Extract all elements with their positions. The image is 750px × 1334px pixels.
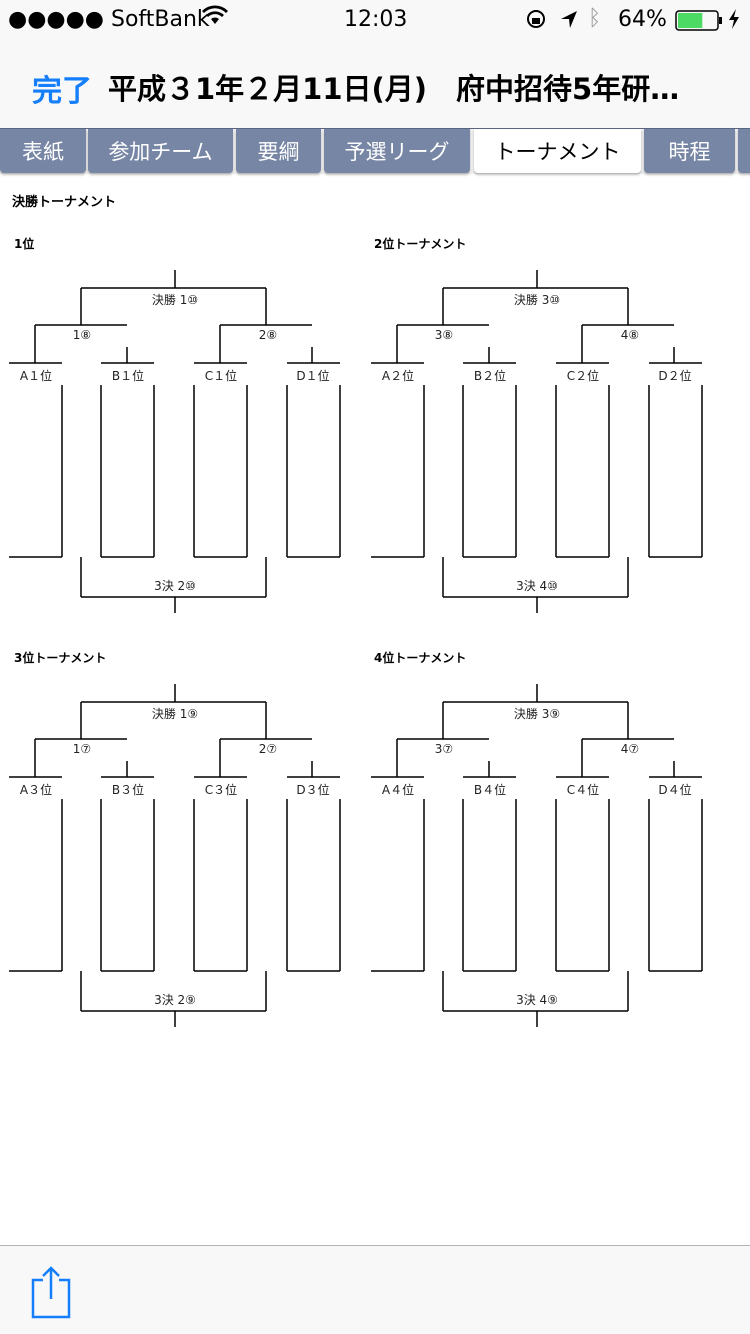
team-slot: C３位 [204,783,238,797]
bottom-toolbar [0,1245,750,1334]
bracket: 決勝 3⑩ 3⑧ 4⑧ A２位 B２位 C２位 D２位 3決 4⑩ [362,270,724,620]
team-slot: B３位 [111,783,145,797]
page-title: 平成３1年２月11日(月) 府中招待5年研… [108,72,680,106]
match-semi: 1⑧ [72,328,92,342]
carrier: ●●●●● SoftBank [8,7,210,32]
tab-more[interactable] [738,129,750,173]
match-final: 決勝 3⑨ [513,707,561,721]
match-semi: 4⑦ [620,742,640,756]
match-third-place: 3決 4⑨ [516,993,558,1007]
match-semi: 2⑧ [258,328,278,342]
match-semi: 3⑦ [434,742,454,756]
match-final: 決勝 1⑩ [151,293,199,307]
share-icon[interactable] [30,1264,72,1324]
bracket-title: 2位トーナメント [374,237,467,251]
match-third-place: 3決 2⑩ [154,579,196,593]
team-slot: B１位 [111,369,145,383]
tab-league[interactable]: 予選リーグ [324,129,470,173]
team-slot: D１位 [296,369,330,383]
team-slot: A２位 [381,369,415,383]
match-third-place: 3決 4⑩ [516,579,558,593]
match-third-place: 3決 2⑨ [154,993,196,1007]
match-semi: 2⑦ [258,742,278,756]
bracket-title: 3位トーナメント [14,651,107,665]
bracket-title: 4位トーナメント [374,651,467,665]
bracket-lines [371,270,703,613]
rotation-lock-icon [526,9,546,35]
team-slot: C４位 [566,783,600,797]
tab-teams[interactable]: 参加チーム [88,129,233,173]
team-slot: C２位 [566,369,600,383]
match-semi: 1⑦ [72,742,92,756]
charging-icon [728,8,740,36]
section-heading: 決勝トーナメント [12,195,117,210]
tab-guidelines[interactable]: 要綱 [236,129,321,173]
team-slot: D４位 [658,783,692,797]
status-bar: ●●●●● SoftBank 12:03 ᛒ 64% [0,0,750,40]
clock: 12:03 [344,7,408,32]
battery-icon [675,10,723,38]
tab-tournament[interactable]: トーナメント [474,129,641,173]
team-slot: D３位 [296,783,330,797]
team-slot: B４位 [473,783,507,797]
bracket: 決勝 1⑨ 1⑦ 2⑦ A３位 B３位 C３位 D３位 3決 2⑨ [0,684,362,1034]
bracket: 決勝 1⑩ 1⑧ 2⑧ A１位 B１位 C１位 D１位 3決 2⑩ [0,270,362,620]
bracket-title: 1位 [14,237,35,251]
bracket-lines [9,270,341,613]
tab-bar: 表紙 参加チーム 要綱 予選リーグ トーナメント 時程 [0,128,750,174]
match-final: 決勝 1⑨ [151,707,199,721]
team-slot: B２位 [473,369,507,383]
team-slot: A４位 [381,783,415,797]
match-semi: 3⑧ [434,328,454,342]
battery-percent: 64% [618,7,667,32]
tournament-document: 決勝トーナメント 1位 2位トーナメント 3位トーナメント 4位トーナメント 決… [0,174,750,1244]
team-slot: C１位 [204,369,238,383]
tab-cover[interactable]: 表紙 [0,129,86,173]
nav-bar: 完了 平成３1年２月11日(月) 府中招待5年研… [0,40,750,128]
team-slot: A３位 [19,783,53,797]
bluetooth-icon: ᛒ [588,6,602,31]
tab-schedule[interactable]: 時程 [644,129,735,173]
match-semi: 4⑧ [620,328,640,342]
bracket: 決勝 3⑨ 3⑦ 4⑦ A４位 B４位 C４位 D４位 3決 4⑨ [362,684,724,1034]
match-final: 決勝 3⑩ [513,293,561,307]
team-slot: A１位 [19,369,53,383]
wifi-icon [202,4,228,32]
bracket-lines [371,684,703,1027]
location-icon [560,9,578,35]
team-slot: D２位 [658,369,692,383]
bracket-lines [9,684,341,1027]
done-button[interactable]: 完了 [32,74,92,109]
